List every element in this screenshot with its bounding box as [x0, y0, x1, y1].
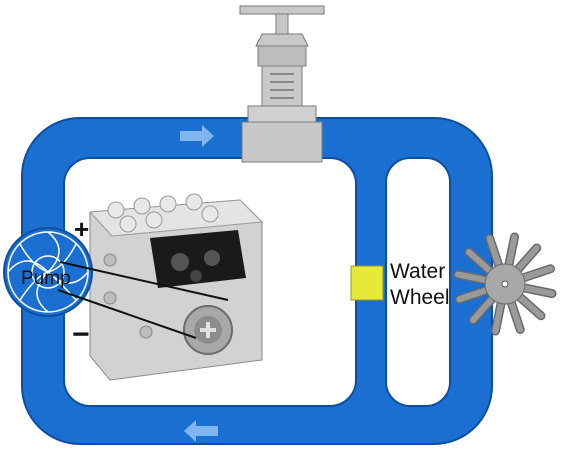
plus-label: + [74, 214, 89, 244]
minus-label: − [72, 318, 90, 351]
wheel-paddle [492, 298, 505, 335]
wheel-axle [501, 280, 509, 288]
wheel-paddle [519, 284, 556, 297]
motor-wires [57, 261, 229, 339]
wheel-paddle [470, 294, 497, 323]
flow-arrow-icon [184, 420, 218, 442]
wheel-paddle [466, 249, 495, 276]
wheel-paddle [456, 286, 491, 303]
wheel-paddle [505, 233, 518, 270]
flow-sensor [350, 265, 384, 301]
motor-icon [88, 193, 264, 381]
water-wheel-label-line2: Wheel [390, 286, 450, 309]
water-wheel-icon [453, 232, 557, 336]
wheel-paddle [454, 271, 491, 284]
wheel-paddle [486, 235, 503, 270]
wheel-paddle [507, 298, 524, 333]
water-wheel-label-line1: Water [390, 260, 445, 283]
flow-arrow-icon [180, 125, 214, 147]
valve-icon [239, 5, 325, 163]
wheel-paddle [513, 245, 540, 274]
wheel-paddle [519, 265, 554, 282]
wheel-paddle [515, 292, 544, 319]
pump-label: Pump [21, 268, 71, 289]
